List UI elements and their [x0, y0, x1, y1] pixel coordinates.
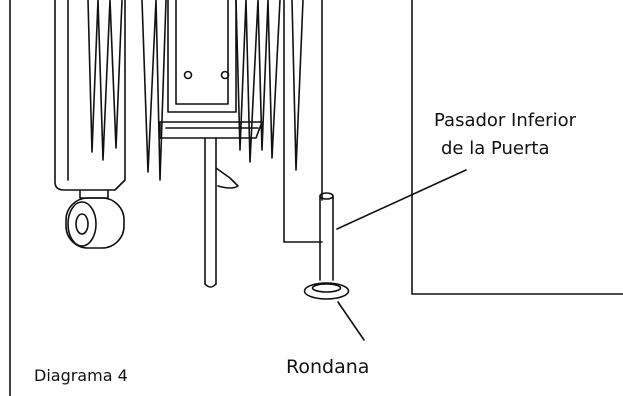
center-rod	[204, 137, 239, 288]
diagram-title: Diagrama 4	[34, 366, 128, 385]
washer-label: Rondana	[286, 356, 370, 378]
lower-door-pin	[319, 192, 334, 281]
bracket	[159, 0, 263, 139]
pin-leader-line	[336, 169, 467, 230]
pin-label-line2: de la Puerta	[441, 138, 550, 159]
washer-leader-line	[337, 301, 365, 341]
caster-wheel	[65, 189, 125, 249]
washer	[303, 282, 350, 300]
pin-label-line1: Pasador Inferior	[434, 110, 576, 131]
curtain-pleats	[87, 0, 304, 181]
rack-frame	[54, 0, 126, 191]
door-stile	[283, 0, 323, 243]
door-panel	[411, 0, 623, 295]
